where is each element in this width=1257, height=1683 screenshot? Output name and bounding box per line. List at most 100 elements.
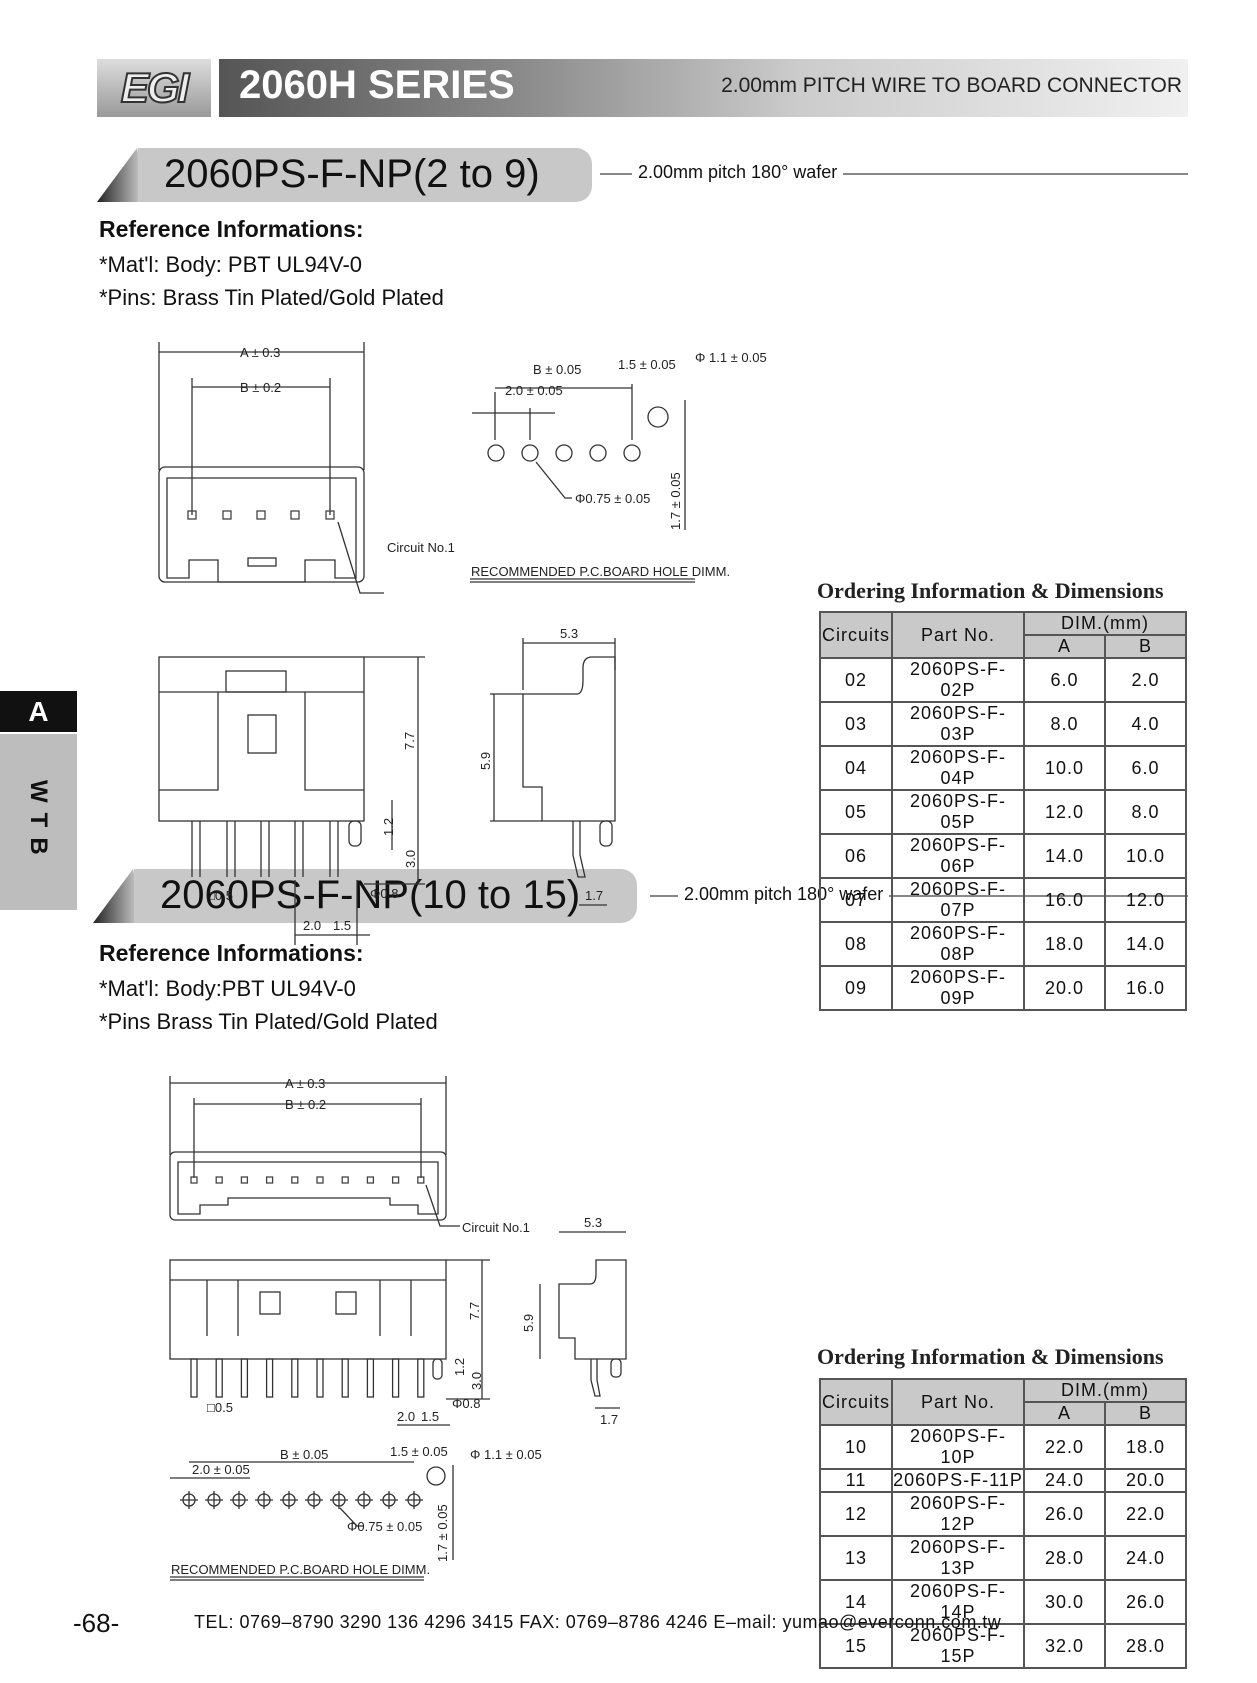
pin-mark bbox=[215, 1358, 223, 1398]
table-cell: 10.0 bbox=[1023, 745, 1106, 791]
col-circuits: Circuits bbox=[819, 1378, 893, 1426]
pin-mark bbox=[417, 1358, 425, 1398]
pcb-note: RECOMMENDED P.C.BOARD HOLE DIMM. bbox=[171, 1562, 430, 1577]
table-cell: 12.0 bbox=[1023, 789, 1106, 835]
col-part-no: Part No. bbox=[891, 1378, 1025, 1426]
table-cell: 2060PS-F-13P bbox=[891, 1535, 1025, 1581]
drawing-section-2 bbox=[169, 1076, 627, 1581]
height-1-2-label: 1.2 bbox=[381, 818, 396, 836]
table-cell: 2060PS-F-04P bbox=[891, 745, 1025, 791]
pcb-1-7-label: 1.7 ± 0.05 bbox=[668, 472, 683, 530]
reference-heading: Reference Informations: bbox=[99, 216, 364, 242]
section-title-pill: 2060PS-F-NP(2 to 9) bbox=[138, 148, 592, 202]
table-cell: 26.0 bbox=[1103, 1579, 1188, 1625]
col-a: A bbox=[1023, 634, 1106, 659]
pin-phi-label: Φ0.8 bbox=[370, 886, 398, 901]
table-cell: 08 bbox=[819, 921, 893, 967]
table-cell: 2060PS-F-03P bbox=[891, 701, 1025, 747]
table-cell: 2060PS-F-08P bbox=[891, 921, 1025, 967]
pcb-phi-1-1-label: Φ 1.1 ± 0.05 bbox=[470, 1447, 542, 1462]
pcb-hole-cross bbox=[380, 1491, 398, 1509]
table-cell: 06 bbox=[819, 833, 893, 879]
table-cell: 2060PS-F-12P bbox=[891, 1491, 1025, 1537]
pcb-phi-0-75-label: Φ0.75 ± 0.05 bbox=[347, 1519, 422, 1534]
table-cell: 2060PS-F-09P bbox=[891, 965, 1025, 1011]
top-view-drawing bbox=[158, 342, 384, 594]
pin-mark bbox=[240, 1176, 249, 1184]
col-part-no: Part No. bbox=[891, 611, 1025, 659]
table-cell: 28.0 bbox=[1103, 1623, 1188, 1669]
pcb-hole-cross bbox=[355, 1491, 373, 1509]
offset-label: 1.5 bbox=[333, 918, 351, 933]
front-view-drawing bbox=[169, 1259, 490, 1426]
table-cell: 8.0 bbox=[1103, 789, 1188, 835]
table-cell: 20.0 bbox=[1103, 1468, 1188, 1493]
dim-b-label: B ± 0.2 bbox=[285, 1097, 326, 1112]
side-1-7-label: 1.7 bbox=[600, 1412, 618, 1427]
table-cell: 14.0 bbox=[1023, 833, 1106, 879]
header-bar: 2060H SERIES 2.00mm PITCH WIRE TO BOARD … bbox=[219, 59, 1188, 117]
section-subtitle: 2.00mm pitch 180° wafer bbox=[632, 162, 844, 183]
table-cell: 18.0 bbox=[1103, 1424, 1188, 1470]
reference-line: *Mat'l: Body: PBT UL94V-0 bbox=[99, 252, 363, 277]
pcb-hole-cross bbox=[330, 1491, 348, 1509]
width-5-3-label: 5.3 bbox=[560, 626, 578, 641]
pcb-2-0-label: 2.0 ± 0.05 bbox=[505, 383, 563, 398]
table-cell: 26.0 bbox=[1023, 1491, 1106, 1537]
side-1-7-label: 1.7 bbox=[585, 888, 603, 903]
pitch-label: 2.0 bbox=[397, 1409, 415, 1424]
pcb-phi-0-75-label: Φ0.75 ± 0.05 bbox=[575, 491, 650, 506]
col-dim: DIM.(mm) bbox=[1023, 1378, 1187, 1403]
table-cell: 6.0 bbox=[1103, 745, 1188, 791]
col-circuits: Circuits bbox=[819, 611, 893, 659]
table-cell: 20.0 bbox=[1023, 965, 1106, 1011]
table-cell: 12.0 bbox=[1103, 877, 1188, 923]
table-cell: 16.0 bbox=[1103, 965, 1188, 1011]
reference-heading: Reference Informations: bbox=[99, 940, 364, 966]
pin-phi-label: Φ0.8 bbox=[452, 1396, 480, 1411]
pitch-label: 2.0 bbox=[303, 918, 321, 933]
pin-mark bbox=[366, 1176, 375, 1184]
pin-mark bbox=[240, 1358, 249, 1398]
height-5-9-label: 5.9 bbox=[478, 752, 493, 770]
series-subtitle: 2.00mm PITCH WIRE TO BOARD CONNECTOR bbox=[721, 74, 1182, 97]
table-cell: 14.0 bbox=[1103, 921, 1188, 967]
table-cell: 2.0 bbox=[1103, 657, 1188, 703]
table-cell: 6.0 bbox=[1023, 657, 1106, 703]
dim-a-label: A ± 0.3 bbox=[285, 1076, 325, 1091]
section-rule bbox=[600, 173, 1188, 175]
series-title: 2060H SERIES bbox=[239, 63, 515, 107]
pcb-note: RECOMMENDED P.C.BOARD HOLE DIMM. bbox=[471, 564, 730, 579]
table-cell: 22.0 bbox=[1103, 1491, 1188, 1537]
pcb-b-label: B ± 0.05 bbox=[280, 1447, 328, 1462]
pin-mark bbox=[291, 1176, 299, 1184]
pcb-hole-cross bbox=[230, 1491, 248, 1509]
section-triangle-icon bbox=[93, 869, 143, 923]
pcb-hole-cross bbox=[180, 1491, 198, 1509]
reference-line: *Pins: Brass Tin Plated/Gold Plated bbox=[99, 285, 444, 310]
table-cell: 8.0 bbox=[1023, 701, 1106, 747]
ordering-table-title: Ordering Information & Dimensions bbox=[817, 578, 1164, 603]
egi-logo: EGI bbox=[97, 59, 211, 117]
pin-mark bbox=[391, 1358, 400, 1398]
pin-mark bbox=[417, 1176, 425, 1184]
dim-a-label: A ± 0.3 bbox=[240, 345, 280, 360]
table-cell: 24.0 bbox=[1023, 1468, 1106, 1493]
table-cell: 2060PS-F-06P bbox=[891, 833, 1025, 879]
table-cell: 30.0 bbox=[1023, 1579, 1106, 1625]
col-dim: DIM.(mm) bbox=[1023, 611, 1187, 636]
pcb-hole-cross bbox=[205, 1491, 223, 1509]
table-cell: 10 bbox=[819, 1424, 893, 1470]
